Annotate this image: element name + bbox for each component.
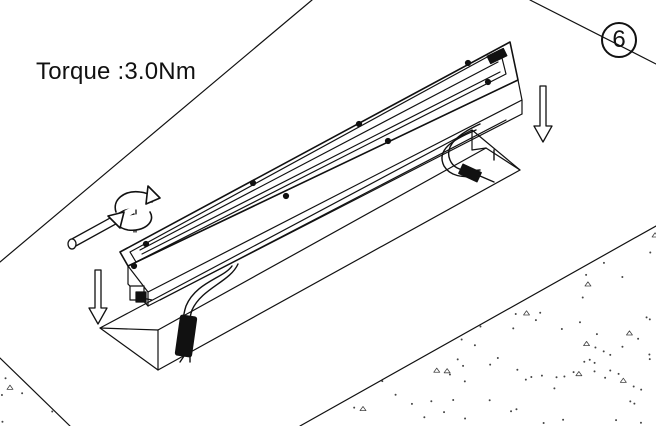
cable-right [441,123,495,183]
concrete-dot [0,393,3,396]
concrete-aggregate [359,406,367,412]
cable-left [174,263,239,363]
concrete-aggregate [583,341,590,347]
concrete-dot [524,378,527,381]
concrete-dot [456,358,459,361]
concrete-aggregate [619,377,627,383]
concrete-dot [632,385,635,388]
concrete-dot [534,319,537,322]
concrete-dot [578,321,581,324]
concrete-dot [542,421,545,424]
concrete-dot [588,358,591,361]
concrete-dot [512,327,515,330]
concrete-dot [609,369,612,372]
concrete-dot [462,364,465,367]
concrete-dot [21,392,24,395]
mounting-bracket [129,285,153,303]
concrete-dot [595,333,598,336]
concrete-aggregate [433,367,441,373]
concrete-dot [563,375,566,378]
concrete-dot [648,318,651,321]
concrete-dot [649,251,652,254]
concrete-dot [1,420,4,423]
concrete-dot [430,400,433,403]
concrete-dot [581,296,584,299]
rotation-arrow-icon [107,185,161,232]
concrete-aggregate [6,384,14,390]
concrete-dot [488,399,491,402]
concrete-dot [609,353,612,356]
concrete-dot [555,376,558,379]
concrete-dot [479,325,482,328]
concrete-dot [633,402,636,405]
concrete-dot [621,276,624,279]
fixture-cover [119,41,519,270]
concrete-dot [593,370,596,373]
concrete-dot [602,261,605,264]
concrete-dot [423,416,426,419]
concrete-dot [583,360,586,363]
concrete-dot [621,345,624,348]
concrete-dot [585,273,588,276]
concrete-dot [394,393,397,396]
concrete-dot [51,410,54,413]
concrete-aggregate [575,371,583,377]
concrete-dot [463,380,466,383]
concrete-dot [602,350,605,353]
concrete-dot [539,311,542,314]
concrete-dot [530,376,533,379]
concrete-dot [448,373,451,376]
concrete-dot [629,400,632,403]
concrete-dot [572,371,575,374]
concrete-dot [604,376,607,379]
concrete-dot [648,358,651,361]
concrete-dot [593,361,596,364]
concrete-dot [640,388,643,391]
concrete-dot [594,346,597,349]
concrete-dot [615,419,618,422]
concrete-dot [452,399,455,402]
step-number-badge: 6 [601,22,637,58]
concrete-dot [617,372,620,375]
concrete-aggregate [651,232,656,238]
concrete-dot [645,316,648,319]
concrete-dot [514,313,517,316]
concrete-dot [410,402,413,405]
down-arrow-icon [88,85,553,325]
concrete-dot [553,387,556,390]
concrete-dot [516,368,519,371]
concrete-dot [381,380,384,383]
concrete-dot [4,377,7,380]
concrete-aggregate [443,368,451,374]
concrete-dot [510,410,513,413]
concrete-dot [637,337,640,340]
concrete-dot [639,421,642,424]
concrete-dot [496,356,499,359]
concrete-aggregate [626,330,633,336]
concrete-dot [443,411,446,414]
concrete-dot [562,418,565,421]
concrete-aggregate [584,281,592,287]
concrete-dot [460,338,463,341]
concrete-dot [353,406,356,409]
concrete-aggregate [523,310,530,316]
concrete-texture [0,232,656,424]
torque-label: Torque :3.0Nm [36,58,197,85]
concrete-dot [515,408,518,411]
concrete-dot [560,327,563,330]
concrete-dot [489,363,492,366]
recess-cavity [99,129,521,371]
concrete-dot [473,344,476,347]
concrete-dot [648,353,651,356]
concrete-dot [540,374,543,377]
concrete-dot [464,417,467,420]
